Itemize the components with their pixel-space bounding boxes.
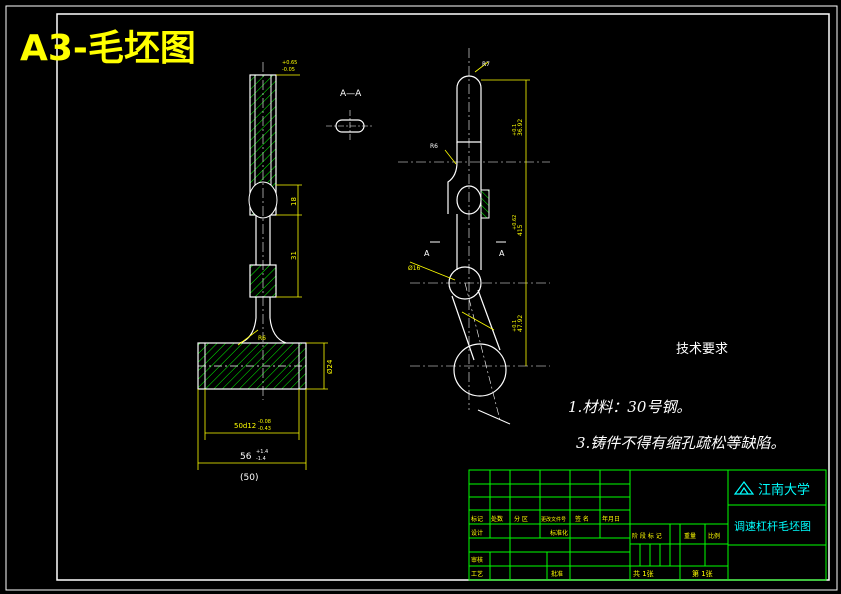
tb-university: 江南大学 <box>758 482 810 498</box>
left-tol-lower: -0.05 <box>282 67 295 73</box>
left-dim-overall-tol-low: -1.4 <box>256 456 266 462</box>
right-dim-circle: Ø16 <box>408 265 421 272</box>
section-profile <box>335 119 365 133</box>
section-label: A—A <box>340 89 362 99</box>
title-block <box>468 469 827 581</box>
left-dim-r6: R6 <box>258 335 266 342</box>
tb-label-count: 处数 <box>491 515 503 523</box>
tech-notes: 技术要求 1.材料：30号钢。 3.铸件不得有缩孔疏松等缺陷。 <box>568 342 785 452</box>
tb-label-design: 设计 <box>471 529 483 537</box>
left-dim-bore-tol-up: -0.08 <box>258 419 271 425</box>
right-dim-top-tol: +0.1 <box>512 124 518 136</box>
section-aa: A—A <box>326 89 374 142</box>
title-banner: A3-毛坯图 <box>20 28 196 69</box>
title-block-text: 标记 处数 分 区 更改文件号 签 名 年月日 设计 标准化 阶 段 标 记 重… <box>471 481 811 578</box>
tb-label-weight: 重量 <box>684 532 696 540</box>
tb-label-standard: 标准化 <box>550 529 568 537</box>
tb-label-mark: 标记 <box>471 515 483 523</box>
tb-label-stage: 阶 段 标 记 <box>632 532 662 540</box>
tb-label-change: 更改文件号 <box>541 516 566 523</box>
tb-label-zone: 分 区 <box>514 515 528 523</box>
notes-item-3: 3.铸件不得有缩孔疏松等缺陷。 <box>576 434 785 452</box>
right-top-slot <box>456 75 482 143</box>
tb-label-review: 审核 <box>471 556 483 564</box>
left-dim-ref: (50) <box>240 473 258 483</box>
right-dim-bot-tol: +0.1 <box>512 320 518 332</box>
right-dim-top: 36.92 <box>517 119 524 136</box>
right-hub-circle <box>453 343 507 397</box>
left-dim-18: 18 <box>290 197 298 206</box>
left-dim-diameter: Ø24 <box>326 359 334 374</box>
left-dim-31: 31 <box>290 251 298 260</box>
tb-label-date: 年月日 <box>602 515 620 523</box>
tb-label-sign: 签 名 <box>575 515 589 523</box>
tb-label-scale: 比例 <box>708 532 720 540</box>
right-view: A A R7 R6 36.92 +0.1 415 +0.62 47.92 +0.… <box>398 48 550 425</box>
notes-heading: 技术要求 <box>676 342 728 357</box>
left-dim-bore-tol-low: -0.43 <box>258 426 271 432</box>
right-section-mark-left: A <box>424 249 430 258</box>
left-view: +0.65 -0.05 18 31 R6 Ø24 50d12 -0.08 -0.… <box>197 60 334 483</box>
tb-sheets-total: 共 1张 <box>633 569 654 578</box>
tb-sheet-no: 第 1张 <box>692 569 713 578</box>
tb-label-approve: 批准 <box>551 570 563 578</box>
tb-label-process: 工艺 <box>471 570 483 578</box>
left-dim-overall: 56 <box>240 452 252 462</box>
notes-item-1: 1.材料：30号钢。 <box>568 398 691 416</box>
right-section-mark-right: A <box>499 249 505 258</box>
right-r6: R6 <box>430 143 438 150</box>
university-logo-icon <box>733 481 755 495</box>
left-dim-bore: 50d12 <box>234 422 256 430</box>
right-dim-mid-tol: +0.62 <box>512 215 518 230</box>
tb-drawing-name: 调速杠杆毛坯图 <box>734 519 811 533</box>
right-mid-boss <box>480 189 490 219</box>
inner-frame <box>56 13 830 581</box>
right-dim-mid: 415 <box>517 224 524 236</box>
right-r7: R7 <box>482 61 490 68</box>
right-dim-bot: 47.92 <box>517 315 524 332</box>
outer-border <box>5 5 838 591</box>
left-slot <box>248 181 278 219</box>
left-tol-upper: +0.65 <box>282 60 297 66</box>
left-dim-overall-tol-up: +1.4 <box>256 449 268 455</box>
